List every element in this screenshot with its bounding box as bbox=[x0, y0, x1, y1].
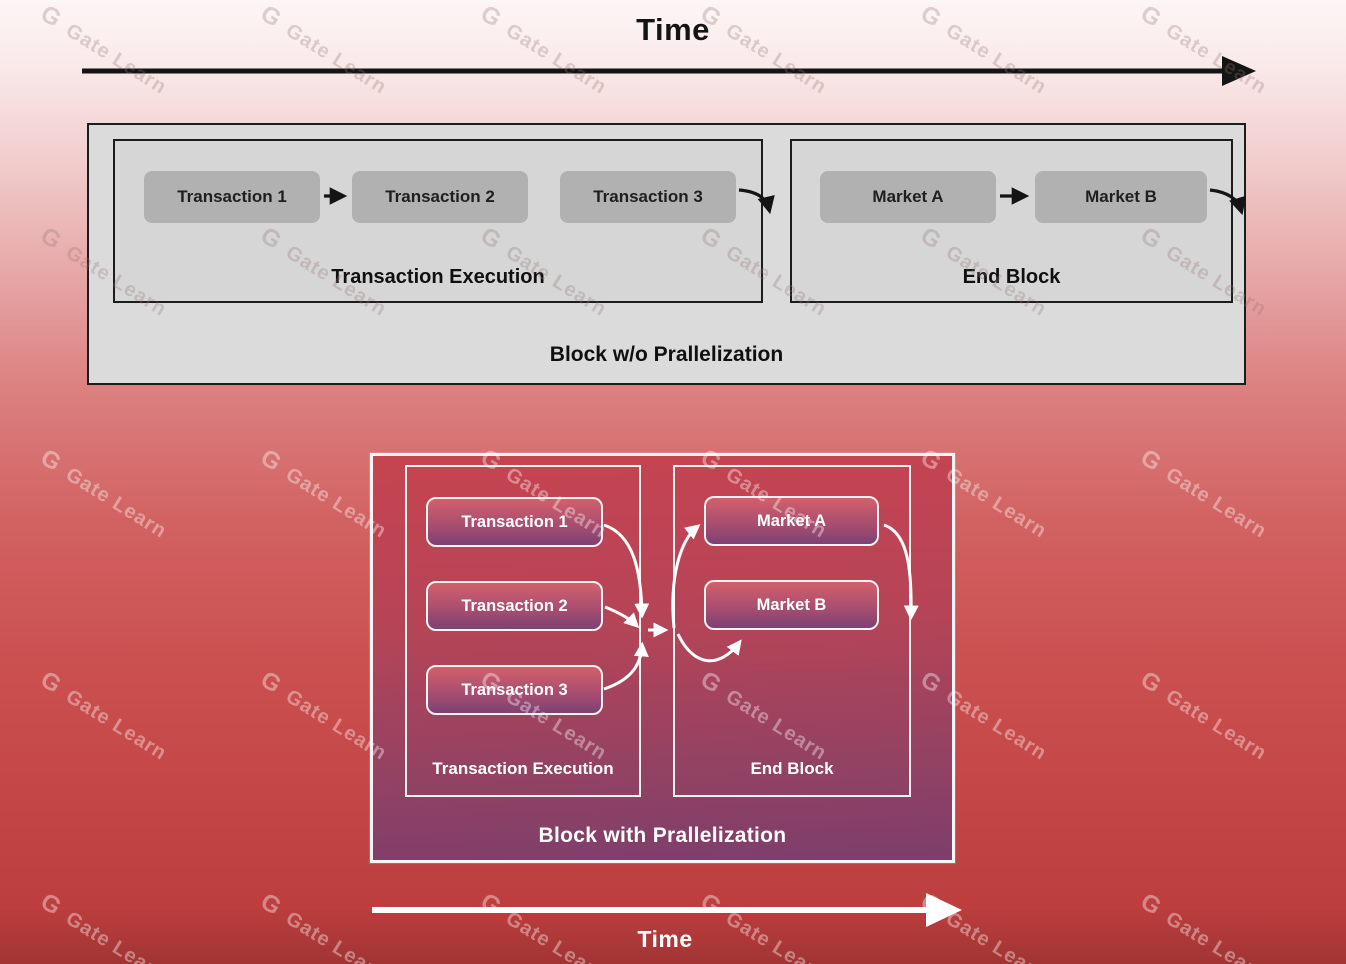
gate-logo-icon: G bbox=[1135, 888, 1167, 922]
gate-logo-icon: G bbox=[915, 888, 947, 922]
serial-market-b: Market B bbox=[1035, 171, 1207, 223]
watermark: G Gate Learn bbox=[1135, 888, 1271, 964]
gate-logo-icon: G bbox=[255, 666, 287, 700]
parallel-block-title: Block with Prallelization bbox=[538, 824, 787, 847]
gate-logo-icon: G bbox=[255, 444, 287, 478]
watermark: G Gate Learn bbox=[35, 666, 171, 765]
serial-end-block: Market A Market B End Block bbox=[790, 139, 1233, 303]
gate-logo-icon: G bbox=[35, 222, 67, 256]
watermark: G Gate Learn bbox=[1135, 666, 1271, 765]
watermark: G Gate Learn bbox=[1135, 444, 1271, 543]
gate-logo-icon: G bbox=[1135, 444, 1167, 478]
watermark: G Gate Learn bbox=[35, 888, 171, 964]
parallel-transaction-1: Transaction 1 bbox=[426, 497, 603, 547]
gate-logo-icon: G bbox=[695, 888, 727, 922]
parallel-end-label: End Block bbox=[750, 759, 834, 778]
parallel-execution-block: Transaction 1 Transaction 2 Transaction … bbox=[405, 465, 641, 797]
watermark: G Gate Learn bbox=[35, 444, 171, 543]
gate-logo-icon: G bbox=[35, 888, 67, 922]
serial-market-a: Market A bbox=[820, 171, 996, 223]
parallel-end-block: Market A Market B End Block bbox=[673, 465, 911, 797]
parallel-market-b: Market B bbox=[704, 580, 879, 630]
parallel-market-a: Market A bbox=[704, 496, 879, 546]
serial-block: Transaction 1 Transaction 2 Transaction … bbox=[87, 123, 1246, 385]
time-axis-bottom-arrow bbox=[372, 893, 962, 927]
serial-execution-block: Transaction 1 Transaction 2 Transaction … bbox=[113, 139, 763, 303]
gate-logo-icon: G bbox=[1135, 666, 1167, 700]
parallel-transaction-2: Transaction 2 bbox=[426, 581, 603, 631]
gate-logo-icon: G bbox=[35, 666, 67, 700]
serial-end-label: End Block bbox=[962, 266, 1061, 288]
time-label-bottom: Time bbox=[637, 926, 693, 952]
serial-transaction-3: Transaction 3 bbox=[560, 171, 736, 223]
serial-block-title: Block w/o Prallelization bbox=[549, 343, 784, 366]
serial-transaction-2: Transaction 2 bbox=[352, 171, 528, 223]
gate-logo-icon: G bbox=[475, 888, 507, 922]
parallel-transaction-3: Transaction 3 bbox=[426, 665, 603, 715]
gate-logo-icon: G bbox=[35, 444, 67, 478]
serial-execution-label: Transaction Execution bbox=[331, 266, 545, 288]
parallel-block: Transaction 1 Transaction 2 Transaction … bbox=[370, 453, 955, 863]
time-axis-top-arrow bbox=[82, 56, 1256, 86]
time-label-top: Time bbox=[636, 12, 710, 47]
serial-transaction-1: Transaction 1 bbox=[144, 171, 320, 223]
parallel-execution-label: Transaction Execution bbox=[432, 759, 614, 778]
gate-logo-icon: G bbox=[255, 888, 287, 922]
